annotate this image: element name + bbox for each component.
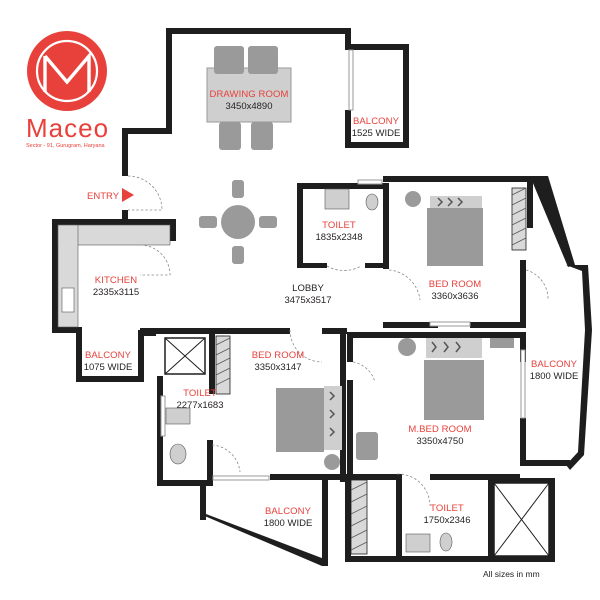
door-swings — [127, 175, 549, 507]
bedroom-left-size: 3350x3147 — [254, 362, 301, 373]
logo-ring — [35, 39, 99, 103]
balcony-bottom-size: 1800 WIDE — [264, 518, 313, 529]
bed-master — [356, 338, 514, 460]
dining-table — [199, 180, 277, 264]
toilet-top-size: 1835x2348 — [315, 232, 362, 243]
sizes-footnote: All sizes in mm — [483, 569, 540, 579]
master-bedroom-size: 3350x4750 — [416, 436, 463, 447]
entry-label: ENTRY — [87, 191, 120, 202]
service-shafts — [164, 337, 550, 557]
logo-circle — [27, 31, 107, 111]
drawing-room-label: DRAWING ROOM — [210, 89, 289, 100]
toilet-top-label: TOILET — [322, 220, 356, 231]
balcony-bottom-label: BALCONY — [265, 506, 312, 517]
walls — [52, 28, 592, 566]
balcony-right-label: BALCONY — [531, 359, 578, 370]
sofa-set — [206, 46, 292, 150]
balcony-kitchen-size: 1075 WIDE — [84, 362, 133, 373]
bedroom-top-size: 3360x3636 — [431, 291, 478, 302]
balcony-top-size: 1525 WIDE — [352, 128, 401, 139]
bed-top — [405, 191, 483, 266]
toilet-bottom-label: TOILET — [430, 503, 464, 514]
kitchen-label: KITCHEN — [95, 275, 137, 286]
balcony-top-label: BALCONY — [353, 116, 400, 127]
room-labels: DRAWING ROOM 3450x4890 BALCONY 1525 WIDE… — [84, 89, 579, 529]
toilet-left-label: TOILET — [183, 388, 217, 399]
lobby-size: 3475x3517 — [284, 295, 331, 306]
bedroom-left-label: BED ROOM — [252, 350, 305, 361]
brand-name: Maceo — [26, 113, 109, 143]
toilet-left-size: 2277x1683 — [176, 400, 223, 411]
toilet-fixtures — [165, 188, 453, 553]
bedroom-top-label: BED ROOM — [429, 279, 482, 290]
maceo-logo: Maceo Sector - 91, Gurugram, Haryana — [26, 31, 109, 149]
balcony-kitchen-label: BALCONY — [85, 350, 132, 361]
wardrobes — [215, 187, 527, 555]
toilet-bottom-size: 1750x2346 — [423, 515, 470, 526]
balcony-right-size: 1800 WIDE — [530, 371, 579, 382]
drawing-room-size: 3450x4890 — [225, 101, 272, 112]
entry-arrow-icon — [122, 188, 134, 202]
lobby-label: LOBBY — [292, 283, 324, 294]
logo-m-mark — [43, 51, 91, 92]
bed-left — [276, 386, 342, 470]
kitchen-size: 2335x3115 — [93, 287, 139, 298]
brand-tagline: Sector - 91, Gurugram, Haryana — [26, 143, 106, 149]
kitchen-counter — [57, 224, 171, 328]
master-bedroom-label: M.BED ROOM — [408, 424, 471, 435]
